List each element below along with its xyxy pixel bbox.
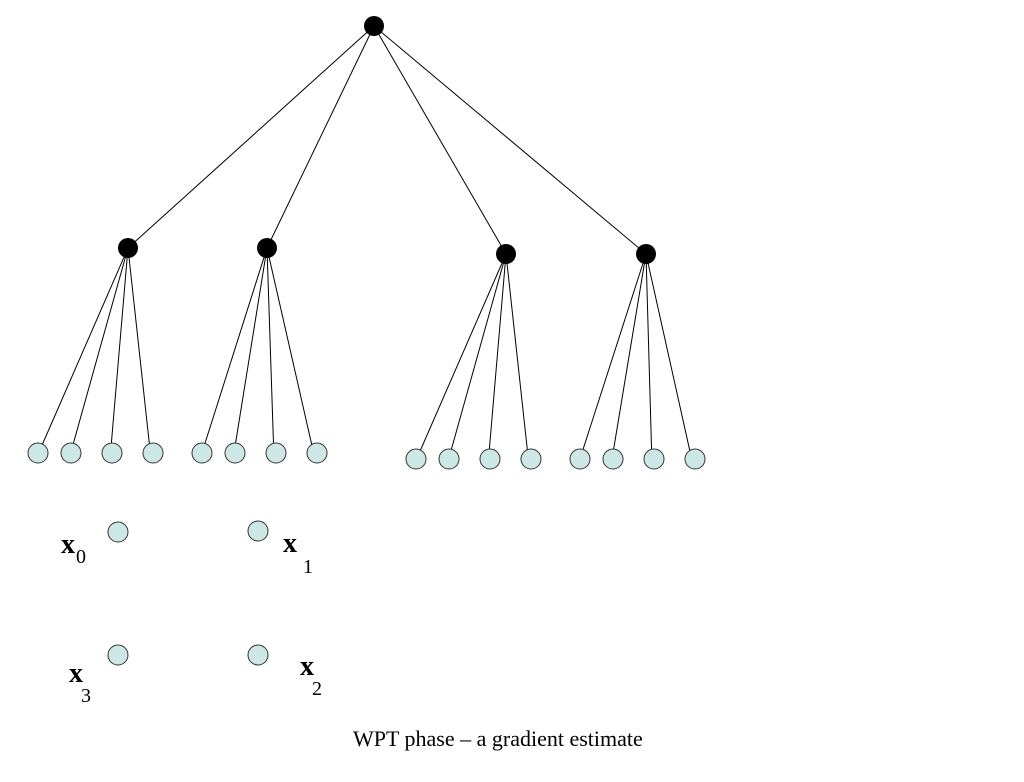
leaf-node-2-4	[306, 442, 328, 464]
edge-branch-3-leaf-4	[505, 253, 530, 466]
label-x1: x1	[283, 528, 313, 578]
edge-branch-3-leaf-3	[487, 253, 507, 466]
leaf-node-3-3	[479, 448, 501, 470]
label-x0: x0	[61, 529, 86, 568]
root-node	[364, 16, 384, 36]
edge-branch-4-leaf-2	[610, 253, 647, 466]
leaf-node-2-3	[265, 442, 287, 464]
edge-branch-2-leaf-1	[199, 247, 268, 460]
edge-branch-2-leaf-4	[266, 247, 316, 460]
edge-branch-4-leaf-3	[645, 253, 653, 466]
leaf-node-1-1	[27, 442, 49, 464]
edge-branch-3-leaf-2	[446, 253, 507, 466]
leaf-node-3-2	[438, 448, 460, 470]
leaf-node-1-4	[142, 442, 164, 464]
point-x1	[247, 520, 269, 542]
branch-node-1	[118, 238, 138, 258]
branch-node-2	[257, 238, 277, 258]
edge-branch-1-leaf-4	[127, 247, 152, 460]
edge-branch-1-leaf-2	[68, 247, 129, 460]
leaf-node-1-3	[101, 442, 123, 464]
edge-branch-1-leaf-3	[109, 247, 129, 460]
point-x2	[247, 644, 269, 666]
sample-points	[107, 520, 269, 666]
edge-branch-4-leaf-1	[577, 253, 647, 466]
tree-nodes	[27, 16, 706, 470]
edge-root-to-branch-2	[266, 25, 375, 249]
edge-branch-1-leaf-1	[35, 247, 129, 460]
edge-branch-2-leaf-2	[232, 247, 268, 460]
leaf-node-4-4	[684, 448, 706, 470]
leaf-node-1-2	[60, 442, 82, 464]
point-x0	[107, 521, 129, 543]
diagram-caption: WPT phase – a gradient estimate	[353, 726, 643, 751]
leaf-node-4-2	[602, 448, 624, 470]
leaf-node-4-3	[643, 448, 665, 470]
leaf-node-2-2	[224, 442, 246, 464]
leaf-node-3-1	[405, 448, 427, 470]
leaf-node-3-4	[520, 448, 542, 470]
tree-edges	[35, 25, 694, 466]
edge-branch-2-leaf-3	[266, 247, 275, 460]
edge-root-to-branch-3	[373, 25, 507, 255]
leaf-node-2-1	[191, 442, 213, 464]
edge-branch-3-leaf-1	[413, 253, 507, 466]
edge-root-to-branch-1	[127, 25, 375, 249]
leaf-node-4-1	[569, 448, 591, 470]
branch-node-3	[496, 244, 516, 264]
edge-branch-4-leaf-4	[645, 253, 694, 466]
branch-node-4	[636, 244, 656, 264]
edge-root-to-branch-4	[373, 25, 647, 255]
point-x3	[107, 644, 129, 666]
